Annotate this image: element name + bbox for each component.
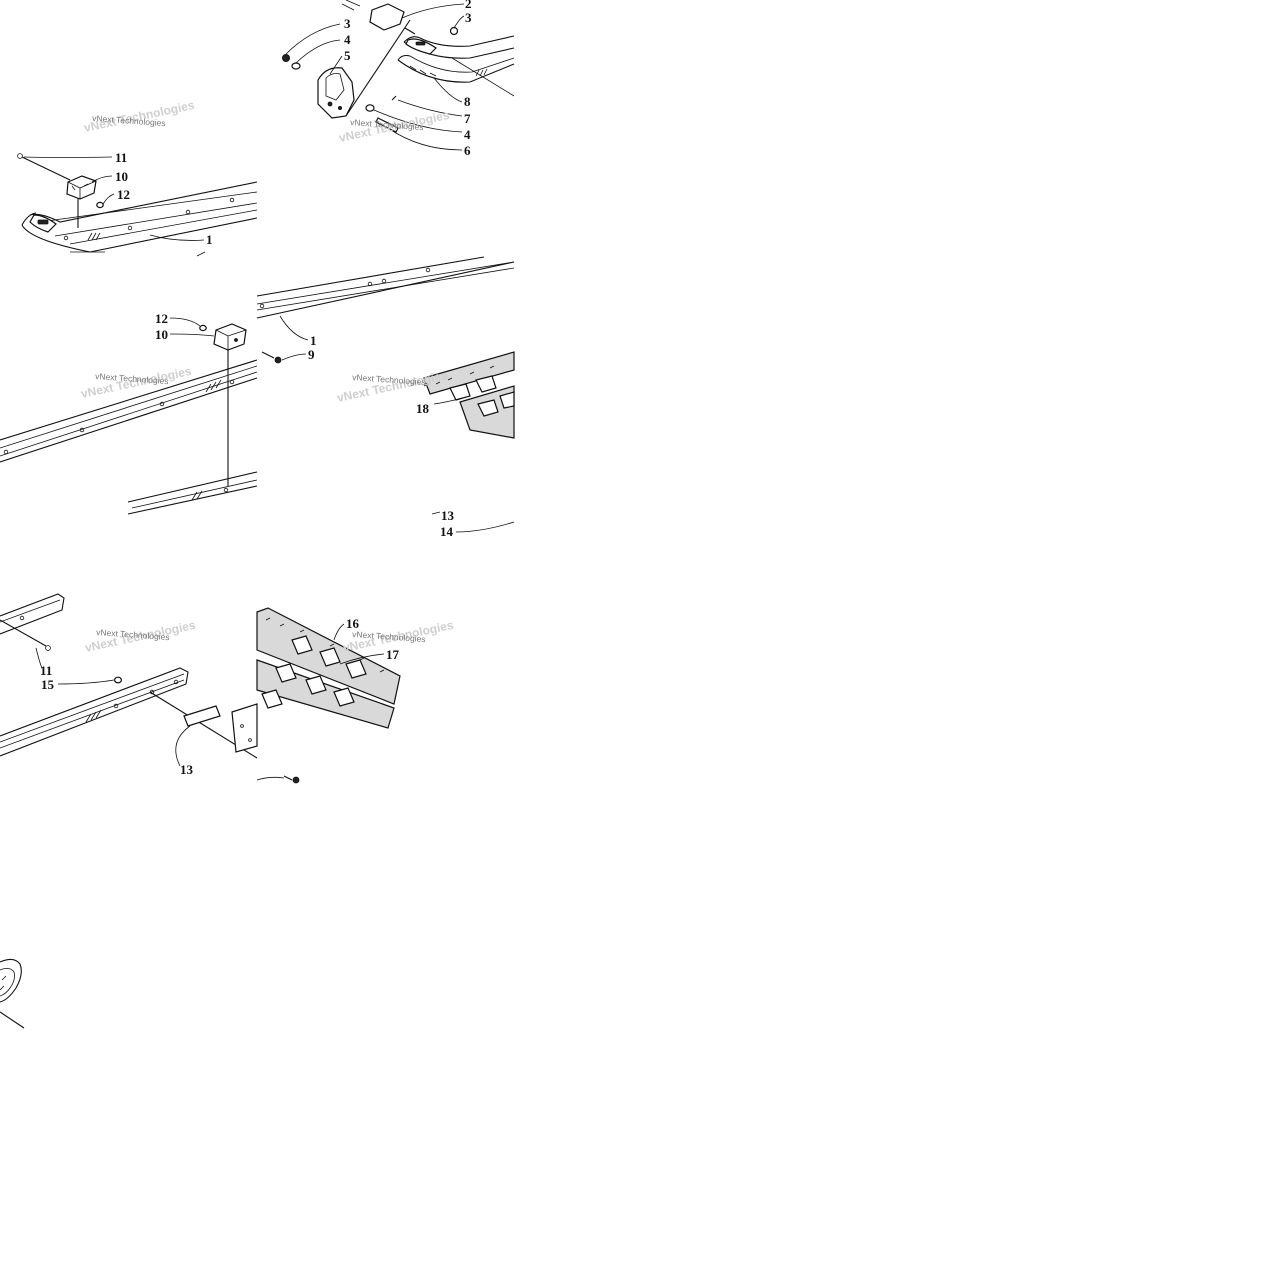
tile-front-rail: 11 10 12 1 vNext Technologies vNext Tech… <box>17 98 258 257</box>
callout-15-e: 15 <box>41 677 55 692</box>
callout-13-d: 13 <box>441 508 455 523</box>
callout-4-b: 4 <box>464 127 471 142</box>
callout-4-b-top: 4 <box>344 32 351 47</box>
callout-6-b: 6 <box>464 143 471 158</box>
tile-rear-rail: 11 15 13 vNext Technologies vNext Techno… <box>0 593 258 777</box>
tile-rail-track: 1 9 18 13 14 vNext Technologies vNext Te… <box>256 256 515 539</box>
callout-10-a: 10 <box>115 169 128 184</box>
callout-8-b: 8 <box>464 94 471 109</box>
callout-10-c: 10 <box>155 327 168 342</box>
callout-11-e: 11 <box>40 663 52 678</box>
tile-track-clips: 16 17 vNext Technologies vNext Technolog… <box>256 607 455 784</box>
callout-2-b: 2 <box>465 0 472 11</box>
tile-mid-rail: 12 10 vNext Technologies vNext Technolog… <box>0 311 258 515</box>
callout-9-d: 9 <box>308 347 315 362</box>
callout-13-e: 13 <box>180 762 194 777</box>
callout-12-c: 12 <box>155 311 168 326</box>
callout-3-b: 3 <box>465 10 472 25</box>
callout-5-b: 5 <box>344 48 351 63</box>
callout-1-d: 1 <box>310 333 317 348</box>
tile-front-bumper: 2 3 3 4 5 <box>281 0 515 158</box>
callout-11-a: 11 <box>115 150 127 165</box>
callout-17-f: 17 <box>386 647 400 662</box>
callout-3-b-left: 3 <box>344 16 351 31</box>
callout-12-a: 12 <box>117 187 130 202</box>
tile-rail-tip <box>0 958 25 1029</box>
callout-14-d: 14 <box>440 524 454 539</box>
callout-16-f: 16 <box>346 616 360 631</box>
callout-18-d: 18 <box>416 401 430 416</box>
callout-7-b: 7 <box>464 111 471 126</box>
callout-1-a: 1 <box>206 232 213 247</box>
